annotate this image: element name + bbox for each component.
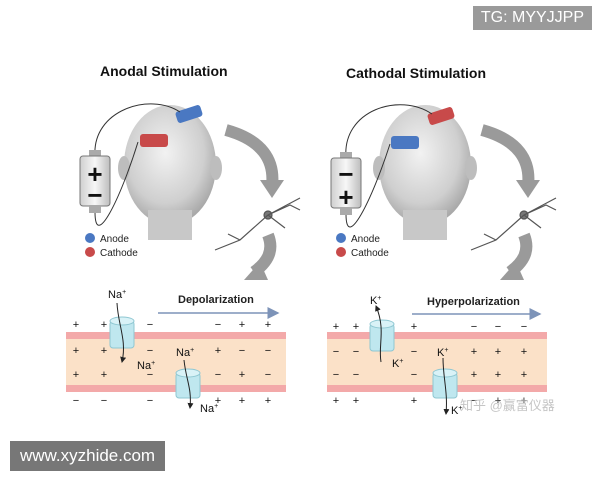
watermark-bottom-left: www.xyzhide.com [10, 441, 166, 471]
charge-sign: − [101, 395, 107, 407]
cathodal-battery-bottom-sign: + [338, 182, 353, 212]
charge-sign: + [353, 395, 359, 407]
charge-sign: − [333, 369, 339, 381]
charge-sign: − [147, 345, 153, 357]
charge-sign: + [265, 319, 271, 331]
charge-sign: − [215, 369, 221, 381]
cathodal-battery-top-sign: − [338, 159, 353, 189]
charge-sign: − [411, 346, 417, 358]
cathodal-curved-arrow-top [480, 124, 535, 187]
cathodal-ion-label-4: K+ [451, 405, 462, 417]
cathodal-charges: + + + − − − − − − + + + − − − + + + + + + − + + [333, 321, 527, 407]
charge-sign: + [333, 395, 339, 407]
charge-sign: − [353, 346, 359, 358]
cathodal-ion-path-2 [442, 357, 450, 415]
charge-sign: − [147, 369, 153, 381]
charge-sign: + [411, 395, 417, 407]
charge-sign: + [239, 395, 245, 407]
anodal-head [118, 105, 222, 240]
anodal-process-label: Depolarization [178, 294, 254, 306]
anodal-legend-anode-dot [85, 233, 95, 243]
charge-sign: − [265, 345, 271, 357]
charge-sign: − [215, 319, 221, 331]
cathodal-panel: Cathodal Stimulation − + Anode Cathode [327, 65, 557, 417]
charge-sign: + [101, 319, 107, 331]
cathodal-head [373, 105, 477, 240]
charge-sign: + [73, 345, 79, 357]
zhihu-watermark: 知乎 @赢富仪器 [460, 398, 555, 413]
cathodal-ion-path-1 [375, 305, 382, 363]
charge-sign: + [101, 345, 107, 357]
anodal-ion-label-4: Na+ [200, 403, 218, 415]
charge-sign: − [353, 369, 359, 381]
charge-sign: − [495, 321, 501, 333]
cathodal-ion-label-2: K+ [392, 358, 403, 370]
cathodal-battery: − + [330, 152, 362, 215]
anodal-neuron [214, 197, 301, 251]
charge-sign: + [73, 369, 79, 381]
charge-sign: − [333, 346, 339, 358]
cathodal-process-label: Hyperpolarization [427, 296, 520, 308]
charge-sign: − [471, 395, 477, 407]
charge-sign: + [239, 369, 245, 381]
charge-sign: − [239, 345, 245, 357]
cathodal-neuron [470, 197, 557, 251]
anodal-cathode-electrode [140, 134, 168, 147]
charge-sign: + [521, 369, 527, 381]
charge-sign: + [265, 395, 271, 407]
anodal-charges: + + − − + + + + − + − − + + − − + − − − − + + + [73, 319, 271, 407]
anodal-anode-electrode [175, 105, 203, 123]
cathodal-legend-cathode-dot [336, 247, 346, 257]
charge-sign: − [471, 321, 477, 333]
anodal-battery-bottom-sign: − [87, 180, 102, 210]
watermark-top-right: TG: MYYJJPP [472, 6, 592, 30]
charge-sign: + [101, 369, 107, 381]
anodal-channel-bottom [175, 368, 201, 399]
cathodal-ion-label-3: K+ [437, 347, 448, 359]
anodal-ion-label-3: Na+ [176, 347, 194, 359]
anodal-ion-path-1 [116, 302, 127, 363]
anodal-curved-arrow-top [224, 124, 279, 187]
charge-sign: + [73, 319, 79, 331]
charge-sign: − [521, 321, 527, 333]
charge-sign: + [495, 369, 501, 381]
charge-sign: − [147, 395, 153, 407]
anodal-panel: Anodal Stimulation + − Anode Cathode [66, 63, 301, 415]
anodal-battery: + − [79, 150, 111, 213]
anodal-ion-path-2 [183, 359, 194, 409]
charge-sign: − [411, 369, 417, 381]
anodal-title: Anodal Stimulation [100, 63, 228, 79]
cathodal-legend-anode-dot [336, 233, 346, 243]
charge-sign: + [239, 319, 245, 331]
charge-sign: + [471, 369, 477, 381]
charge-sign: − [147, 319, 153, 331]
cathodal-legend-anode: Anode [351, 234, 380, 245]
charge-sign: + [333, 321, 339, 333]
anodal-ion-label-1: Na+ [108, 289, 126, 301]
cathodal-title: Cathodal Stimulation [346, 65, 486, 81]
charge-sign: − [265, 369, 271, 381]
charge-sign: + [215, 345, 221, 357]
charge-sign: + [215, 395, 221, 407]
anodal-legend-cathode-dot [85, 247, 95, 257]
charge-sign: + [521, 395, 527, 407]
anodal-battery-top-sign: + [87, 159, 102, 189]
charge-sign: + [521, 346, 527, 358]
cathodal-anode-electrode [391, 136, 419, 149]
charge-sign: + [495, 346, 501, 358]
anodal-ion-label-2: Na+ [137, 360, 155, 372]
cathodal-channel-top [369, 319, 395, 352]
anodal-legend-cathode: Cathode [100, 248, 138, 259]
charge-sign: + [411, 321, 417, 333]
charge-sign: + [353, 321, 359, 333]
cathodal-cathode-electrode [427, 107, 455, 125]
anodal-legend-anode: Anode [100, 234, 129, 245]
charge-sign: − [73, 395, 79, 407]
charge-sign: + [471, 346, 477, 358]
cathodal-ion-label-1: K+ [370, 295, 381, 307]
cathodal-legend-cathode: Cathode [351, 248, 389, 259]
charge-sign: + [495, 395, 501, 407]
